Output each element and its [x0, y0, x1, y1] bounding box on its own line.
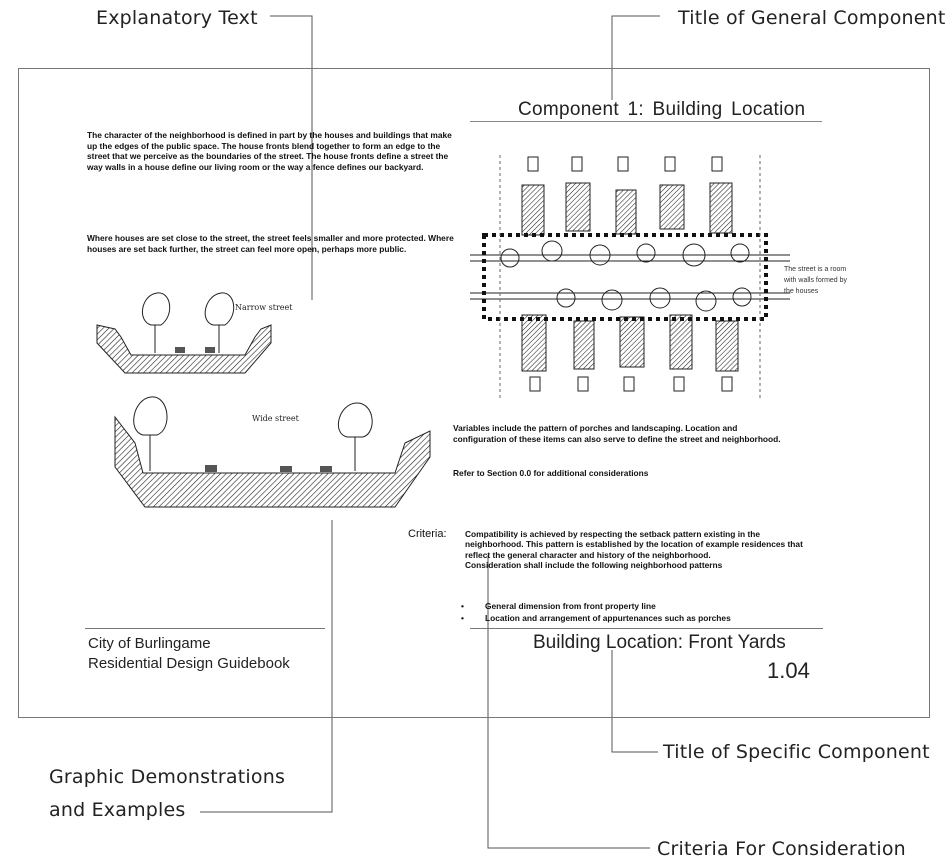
guidebook-name: Residential Design Guidebook [88, 655, 290, 672]
footer-divider-right [470, 628, 823, 629]
callout-graphic-demos-line1: Graphic Demonstrations [49, 766, 286, 788]
city-name: City of Burlingame [88, 635, 211, 652]
callout-explanatory-text: Explanatory Text [96, 7, 258, 29]
callout-title-general: Title of General Component [678, 7, 946, 29]
component-title: Component 1: Building Location [518, 99, 806, 120]
criteria-label: Criteria: [408, 528, 447, 540]
wide-street-label: Wide street [252, 414, 299, 423]
variables-paragraph: Variables include the pattern of porches… [453, 423, 781, 444]
street-room-note: The street is a room with walls formed b… [784, 266, 848, 295]
consideration-text: Consideration shall include the followin… [465, 560, 723, 571]
callout-graphic-demos-line2: and Examples [49, 799, 186, 821]
explanatory-paragraph-1: The character of the neighborhood is def… [87, 130, 452, 172]
site-plan-diagram [470, 155, 790, 400]
narrow-street-sketch [96, 292, 272, 374]
title-divider [470, 121, 822, 122]
page-number: 1.04 [767, 658, 810, 683]
callout-title-specific: Title of Specific Component [663, 741, 930, 763]
refer-paragraph: Refer to Section 0.0 for additional cons… [453, 468, 649, 478]
callout-criteria: Criteria For Consideration [657, 838, 906, 860]
criteria-paragraph: Compatibility is achieved by respecting … [465, 529, 815, 571]
criteria-bullet-list: General dimension from front property li… [459, 600, 731, 624]
explanatory-paragraph-2: Where houses are set close to the street… [87, 233, 454, 254]
wide-street-sketch [114, 396, 431, 508]
bullet-item: Location and arrangement of appurtenance… [459, 612, 731, 624]
document-page [18, 68, 930, 718]
footer-divider-left [85, 628, 325, 629]
guidebook-title: City of Burlingame Residential Design Gu… [88, 634, 290, 674]
specific-component-title: Building Location: Front Yards [533, 632, 786, 653]
bullet-item: General dimension from front property li… [459, 600, 731, 612]
criteria-text: Compatibility is achieved by respecting … [465, 529, 803, 560]
narrow-street-label: Narrow street [235, 303, 293, 312]
